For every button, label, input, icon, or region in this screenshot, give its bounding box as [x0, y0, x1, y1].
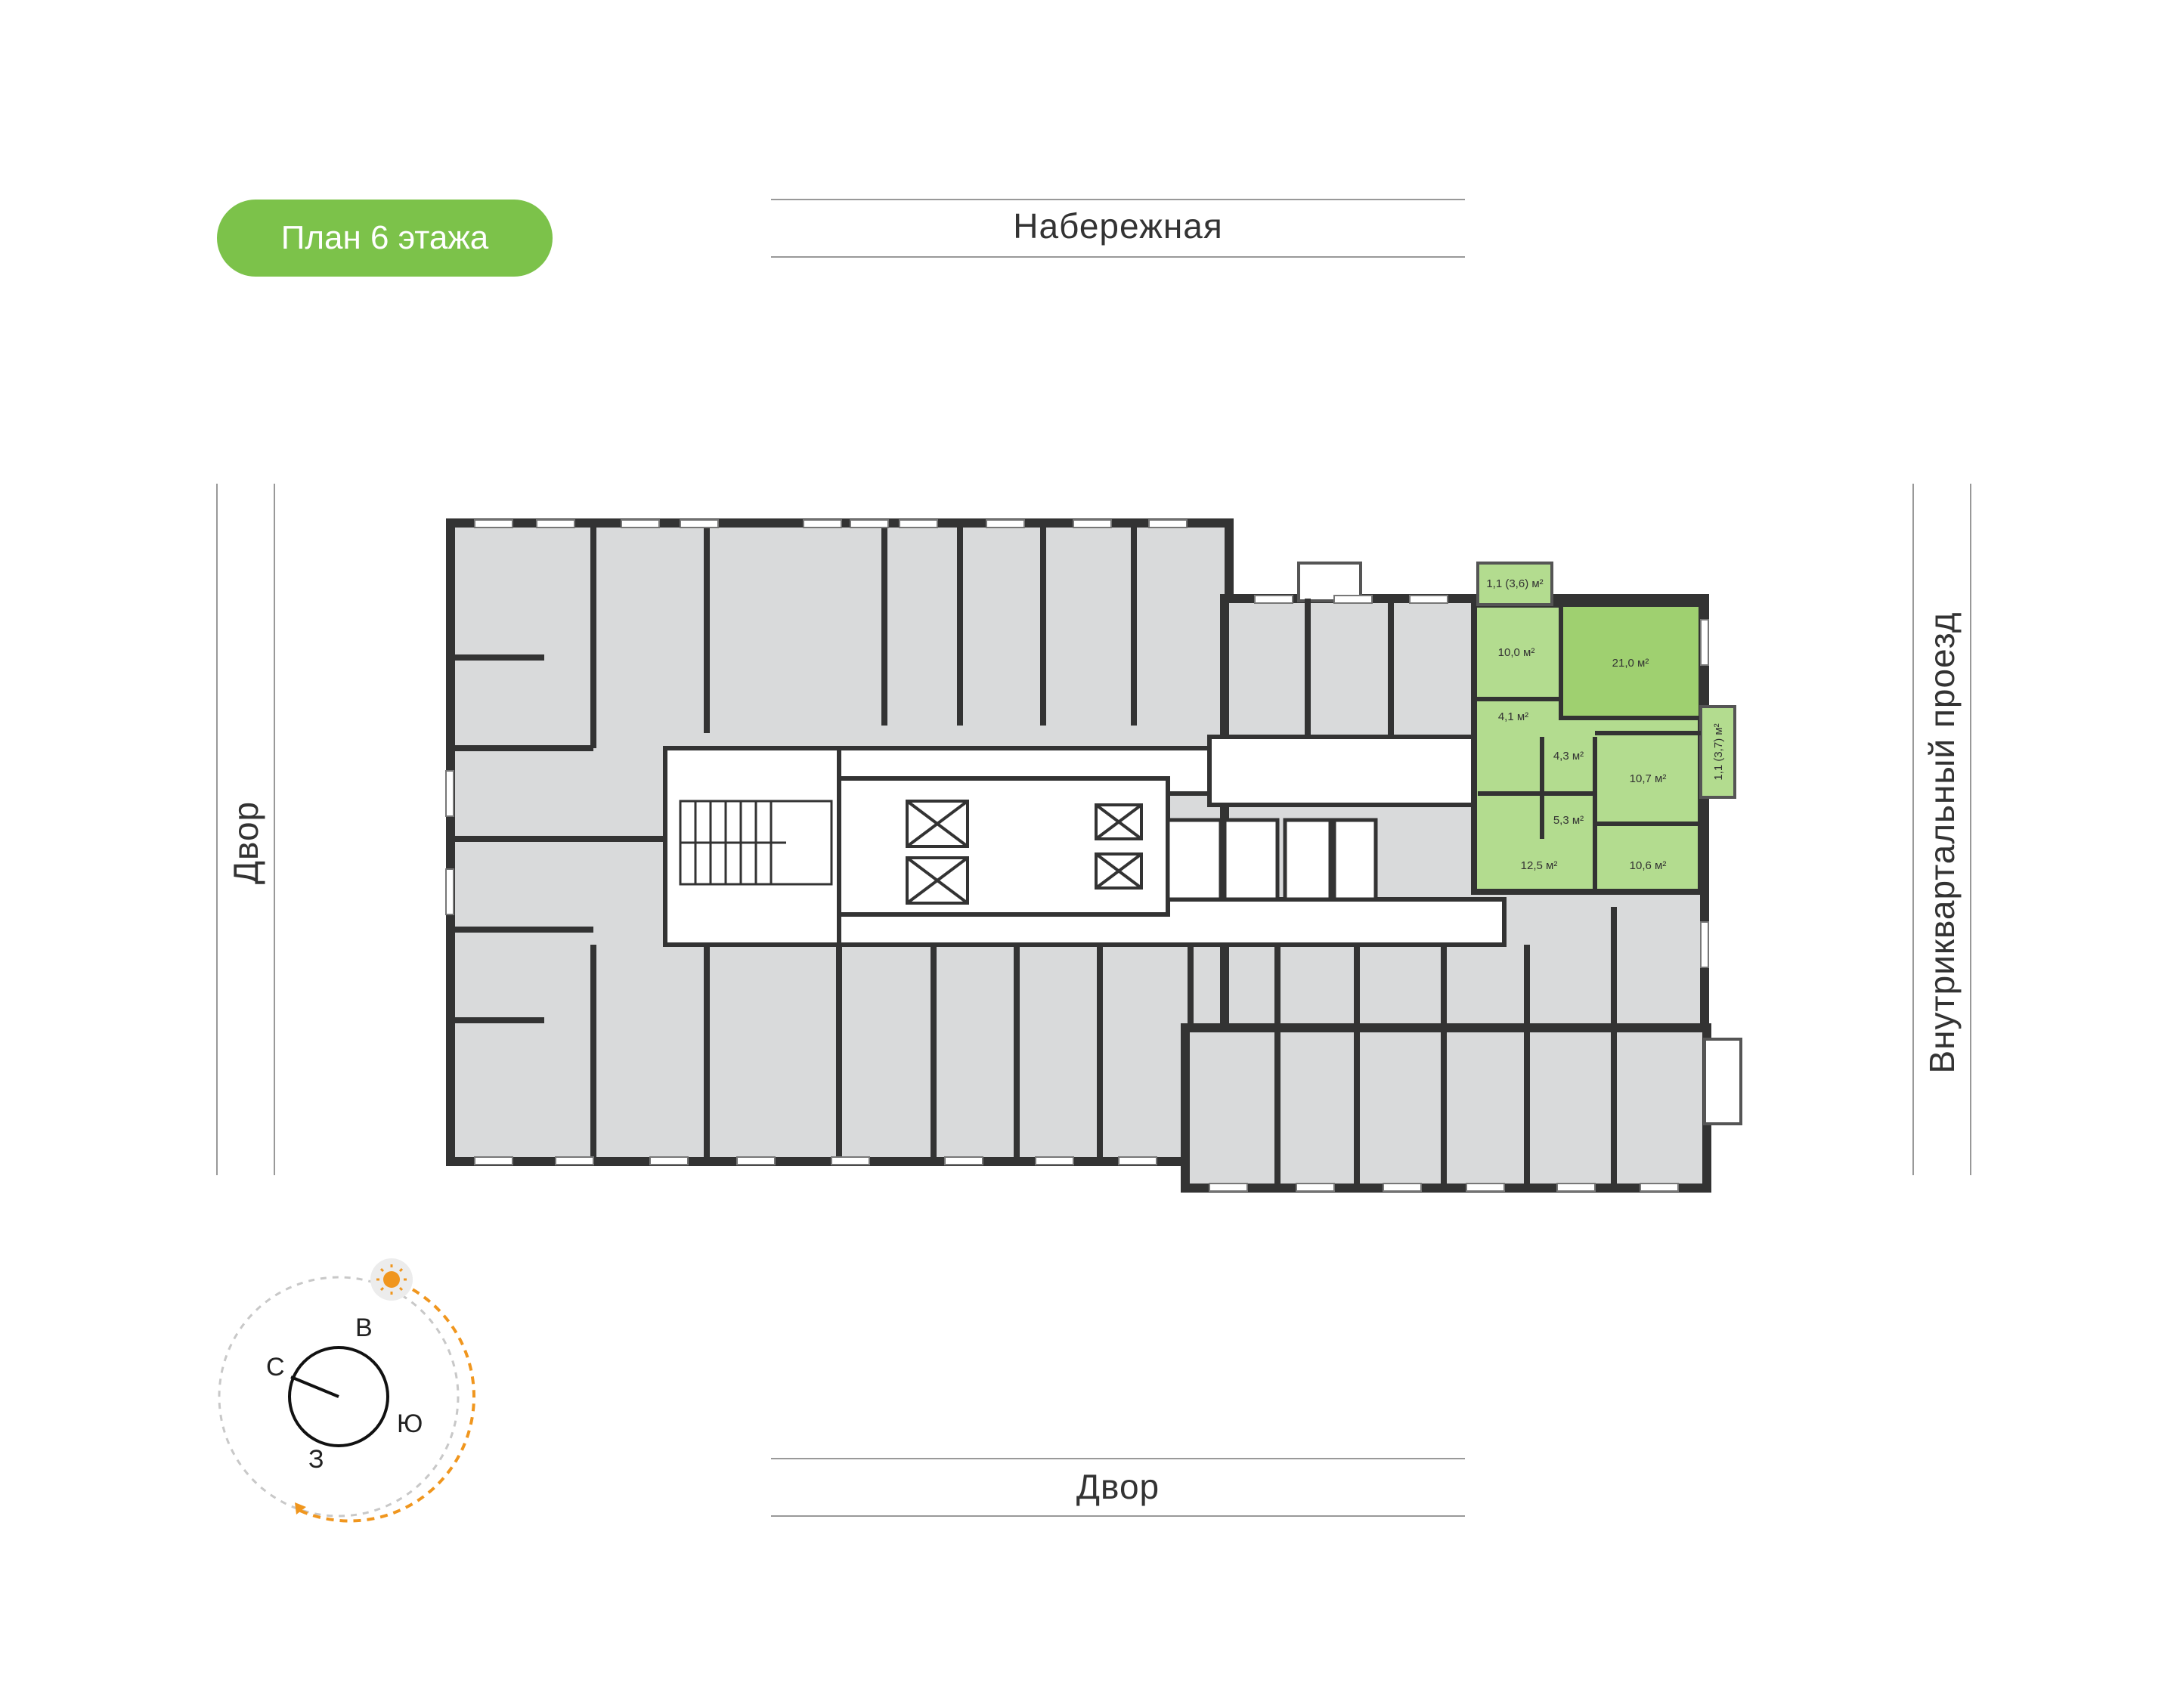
- street-left-label: Двор: [226, 800, 265, 885]
- street-lines: [216, 199, 1971, 1517]
- label-room-10-6: 10,6 м²: [1630, 859, 1667, 872]
- label-room-4-1: 4,1 м²: [1498, 710, 1528, 723]
- compass: С В Ю З: [218, 1258, 475, 1523]
- compass-east: В: [355, 1313, 373, 1342]
- highlighted-apartment[interactable]: [1471, 562, 1736, 895]
- label-room-5-3: 5,3 м²: [1553, 814, 1584, 827]
- label-room-12-5: 12,5 м²: [1521, 859, 1558, 872]
- label-balcony-top: 1,1 (3,6) м²: [1486, 577, 1543, 590]
- building: [445, 518, 1742, 1193]
- label-room-10-7: 10,7 м²: [1630, 772, 1667, 785]
- windows: [445, 519, 1709, 1192]
- label-room-21-0: 21,0 м²: [1612, 657, 1649, 670]
- partition-walls: [451, 523, 1617, 1188]
- technical-rooms: [1166, 818, 1378, 902]
- label-room-4-3: 4,3 м²: [1553, 750, 1584, 763]
- elevators: [906, 800, 1143, 905]
- street-right-label: Внутриквартальный проезд: [1922, 611, 1962, 1074]
- stairs: [679, 800, 833, 886]
- street-bottom-label: Двор: [1076, 1467, 1160, 1506]
- compass-needle: [290, 1375, 339, 1398]
- room-labels: 1,1 (3,6) м² 10,0 м² 21,0 м² 4,1 м² 4,3 …: [1486, 577, 1725, 872]
- label-balcony-right: 1,1 (3,7) м²: [1712, 723, 1725, 780]
- label-room-10-0: 10,0 м²: [1498, 646, 1535, 659]
- floor-title-badge: План 6 этажа: [217, 200, 553, 277]
- compass-west: З: [308, 1445, 324, 1474]
- street-top-label: Набережная: [1013, 206, 1223, 246]
- floor-title: План 6 этажа: [280, 219, 489, 256]
- compass-north: С: [266, 1353, 285, 1382]
- compass-south: Ю: [397, 1409, 423, 1438]
